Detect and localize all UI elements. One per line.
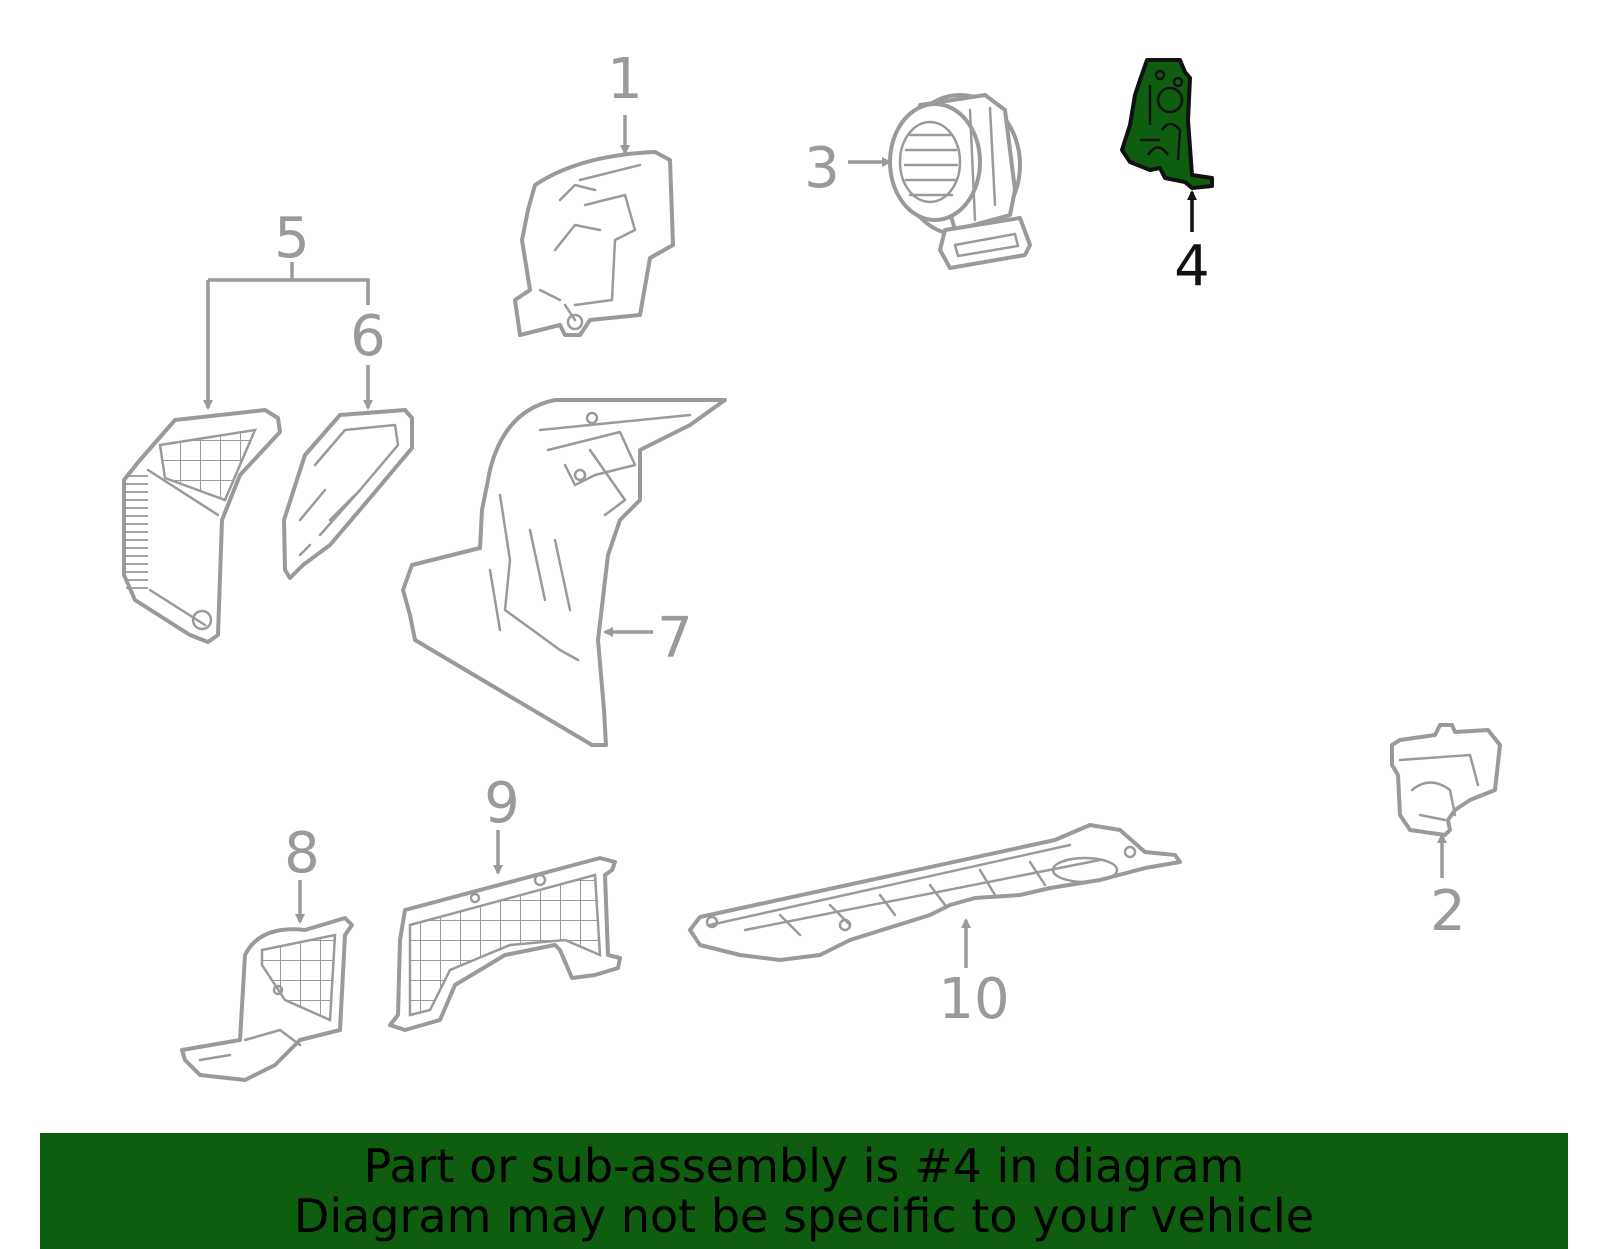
callout-10: 10 (938, 967, 1009, 1032)
callout-labels: 1 2 3 4 5 6 7 8 9 10 (274, 47, 1466, 1032)
info-banner: Part or sub-assembly is #4 in diagram Di… (40, 1133, 1568, 1249)
banner-line-1: Part or sub-assembly is #4 in diagram (363, 1139, 1245, 1193)
callout-4: 4 (1174, 234, 1210, 299)
banner-line-2: Diagram may not be specific to your vehi… (293, 1189, 1315, 1243)
part-3-blower-motor[interactable] (888, 93, 1032, 270)
part-7-panel[interactable] (401, 398, 727, 747)
leader-5 (206, 262, 370, 408)
leader-lines (203, 115, 1447, 968)
part-5-panel[interactable] (122, 408, 282, 644)
part-10-undertray[interactable] (688, 823, 1182, 962)
part-1-duct[interactable] (513, 150, 675, 337)
part-9-side-trim[interactable] (388, 856, 622, 1032)
callout-3: 3 (804, 136, 840, 201)
part-6-panel[interactable] (282, 408, 414, 580)
callout-1: 1 (607, 47, 643, 112)
callout-5: 5 (274, 206, 310, 271)
callout-8: 8 (284, 821, 320, 886)
callout-7: 7 (657, 606, 693, 671)
part-4-bracket[interactable] (1120, 58, 1214, 190)
callout-2: 2 (1430, 879, 1466, 944)
part-2-small-duct[interactable] (1390, 723, 1502, 837)
part-8-trim-panel[interactable] (180, 916, 354, 1082)
callout-9: 9 (484, 771, 520, 836)
callout-6: 6 (350, 304, 386, 369)
